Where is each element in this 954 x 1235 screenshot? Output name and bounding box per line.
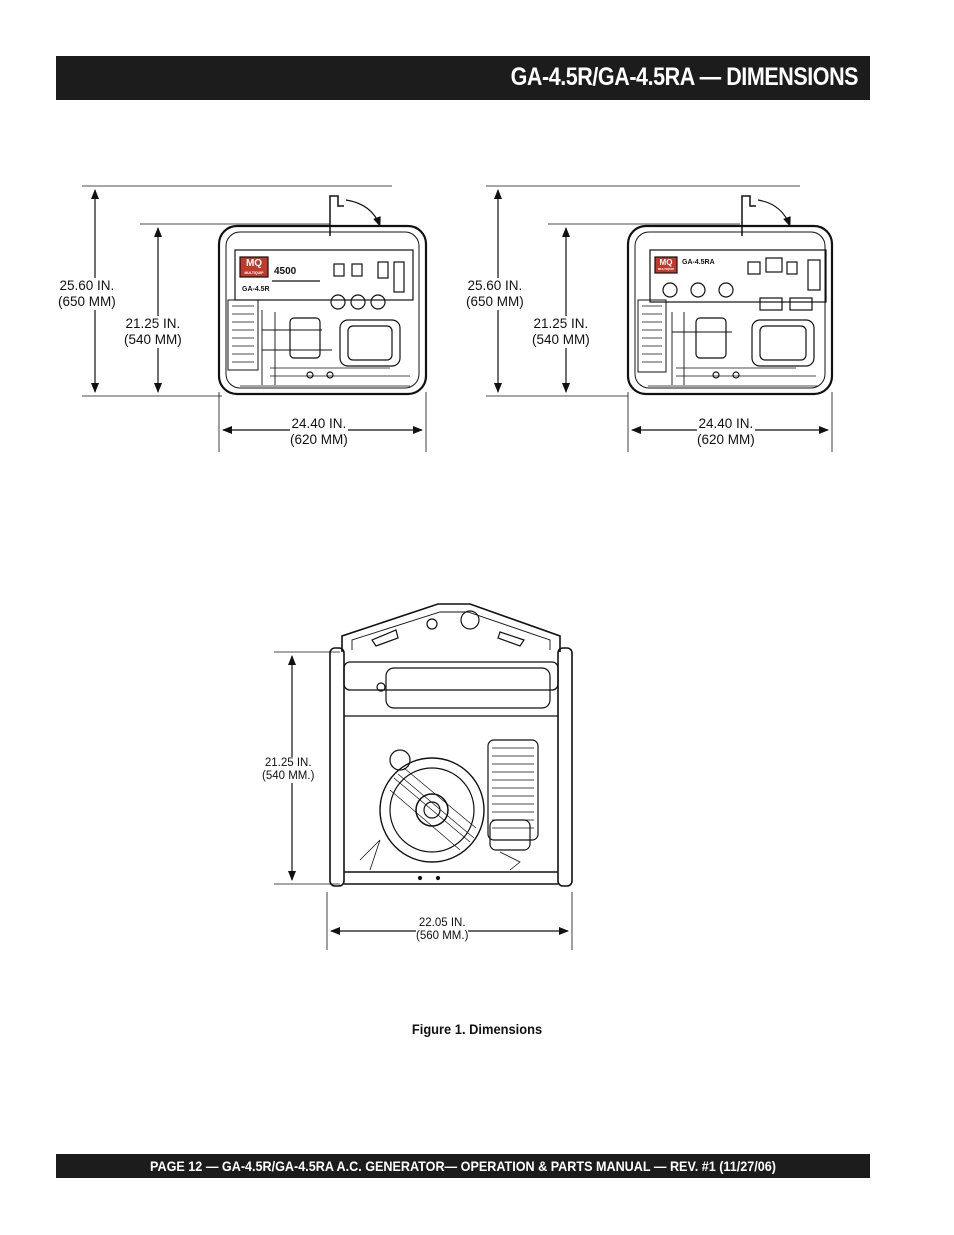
- dimension-mm: (560 MM.): [416, 930, 469, 942]
- page-title: GA-4.5R/GA-4.5RA — DIMENSIONS: [510, 63, 858, 91]
- width-label-right: 24.40 IN. (620 MM): [697, 416, 755, 448]
- mq-logo-right: MQ MULTIQUIP: [655, 257, 677, 273]
- dimension-inches: 25.60 IN.: [59, 278, 115, 293]
- page-footer-bar: PAGE 12 — GA-4.5R/GA-4.5RA A.C. GENERATO…: [56, 1154, 870, 1178]
- dimension-inches: 25.60 IN.: [467, 278, 523, 293]
- dimension-inches: 21.25 IN.: [264, 757, 312, 769]
- figure-caption: Figure 1. Dimensions: [411, 1021, 543, 1037]
- dimension-mm: (620 MM): [697, 432, 755, 447]
- mq-logo-text: MQ: [245, 258, 263, 269]
- dimension-inches: 24.40 IN.: [291, 416, 347, 431]
- model-label-right: GA-4.5RA: [682, 259, 715, 266]
- mq-logo-sub: MULTIQUIP: [244, 271, 264, 275]
- dimension-inches: 24.40 IN.: [698, 416, 754, 431]
- rating-label: 4500: [274, 266, 297, 277]
- dimension-mm: (650 MM): [58, 294, 116, 309]
- dimension-mm: (620 MM): [290, 432, 348, 447]
- side-view: [274, 603, 573, 950]
- width-label-side: 22.05 IN. (560 MM.): [416, 917, 469, 943]
- dimension-inches: 21.25 IN.: [125, 316, 181, 331]
- width-label-left: 24.40 IN. (620 MM): [290, 416, 348, 448]
- mq-logo-text: MQ: [659, 258, 673, 267]
- page-footer: PAGE 12 — GA-4.5R/GA-4.5RA A.C. GENERATO…: [150, 1158, 776, 1174]
- page-title-bar: GA-4.5R/GA-4.5RA — DIMENSIONS: [56, 56, 870, 100]
- mq-logo-sub: MULTIQUIP: [657, 267, 675, 271]
- overall-height-label-left: 25.60 IN. (650 MM): [58, 278, 116, 310]
- frame-height-label-right: 21.25 IN. (540 MM): [532, 316, 590, 348]
- dimension-mm: (540 MM): [124, 332, 182, 347]
- dimension-mm: (540 MM.): [262, 770, 315, 782]
- overall-height-label-right: 25.60 IN. (650 MM): [466, 278, 524, 310]
- front-view-ga45ra: [486, 185, 834, 452]
- dimension-mm: (540 MM): [532, 332, 590, 347]
- dimension-mm: (650 MM): [466, 294, 524, 309]
- dimension-inches: 22.05 IN.: [418, 917, 466, 929]
- dimension-inches: 21.25 IN.: [533, 316, 589, 331]
- mq-logo-left: MQ MULTIQUIP: [240, 257, 268, 277]
- frame-height-label-left: 21.25 IN. (540 MM): [124, 316, 182, 348]
- height-label-side: 21.25 IN. (540 MM.): [262, 757, 315, 783]
- model-label-left: GA-4.5R: [242, 286, 270, 293]
